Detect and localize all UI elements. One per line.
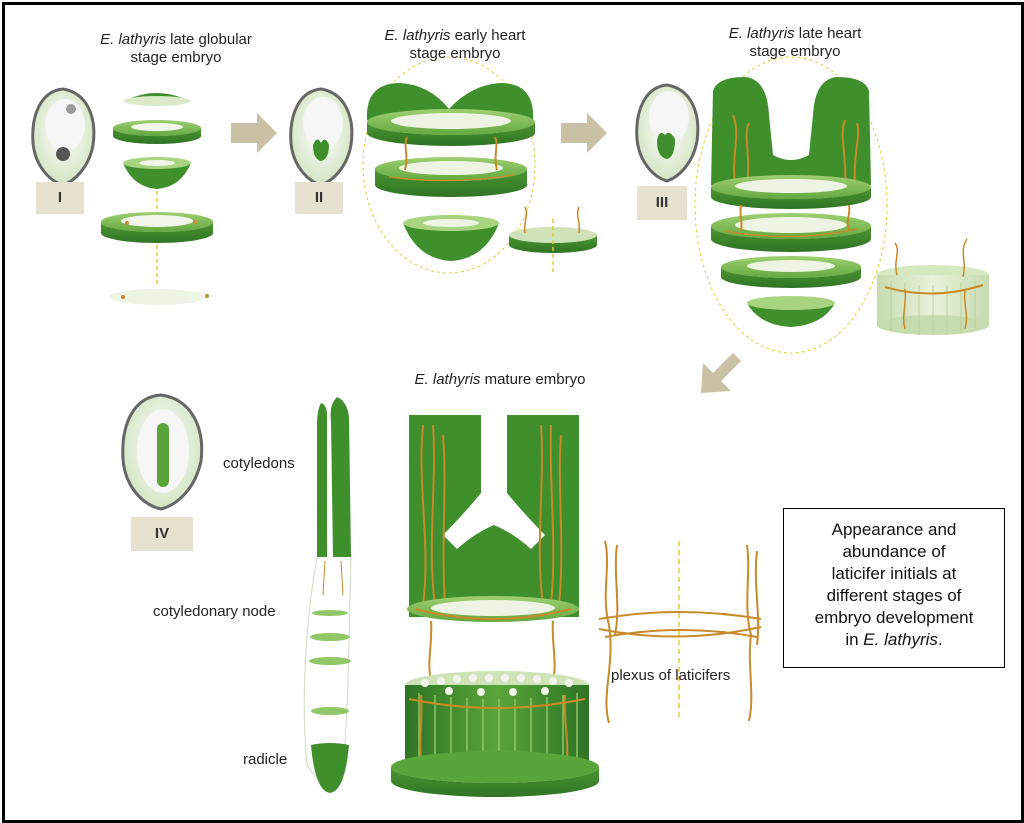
stage-2-layer-stack [362,56,536,274]
arrow-right-icon [561,113,607,153]
stage-3-layer-stack [694,56,888,354]
caption-line: embryo development [814,608,974,627]
mature-embryo-side-view [303,397,352,793]
stage-3-numeral: III [637,186,687,220]
embryo-illustration [31,56,989,797]
caption-line: different stages of [826,586,962,605]
caption-line: laticifer initials at [831,564,957,583]
stage-4-seed-icon [121,393,204,511]
caption-box: Appearance and abundance of laticifer in… [783,508,1005,668]
stage-2-seed-icon [289,87,354,187]
stage-1-layer-stack [101,93,213,305]
stage-4-title: E. lathyris mature embryo [414,371,586,388]
label-cotyledonary-node: cotyledonary node [153,603,276,620]
caption-line: abundance of [842,542,946,561]
stage-4-numeral: IV [131,517,193,551]
plexus-of-laticifers [598,540,762,724]
caption-line: Appearance and [831,520,957,539]
stage-1-numeral: I [36,182,84,214]
stage-3-seed-icon [635,83,700,183]
stage-2-tissue-block [509,206,597,275]
stage-3-tissue-block [877,238,989,335]
stage-1-seed-icon [31,87,96,187]
stage-2-numeral: II [295,182,343,214]
arrow-down-left-icon [701,353,741,393]
label-cotyledons: cotyledons [223,455,295,472]
label-plexus-of-laticifers: plexus of laticifers [611,667,731,684]
arrow-right-icon [231,113,277,153]
mature-embryo-expanded-block [391,415,599,797]
label-radicle: radicle [243,751,288,768]
caption-line: in E. lathyris. [845,630,943,649]
